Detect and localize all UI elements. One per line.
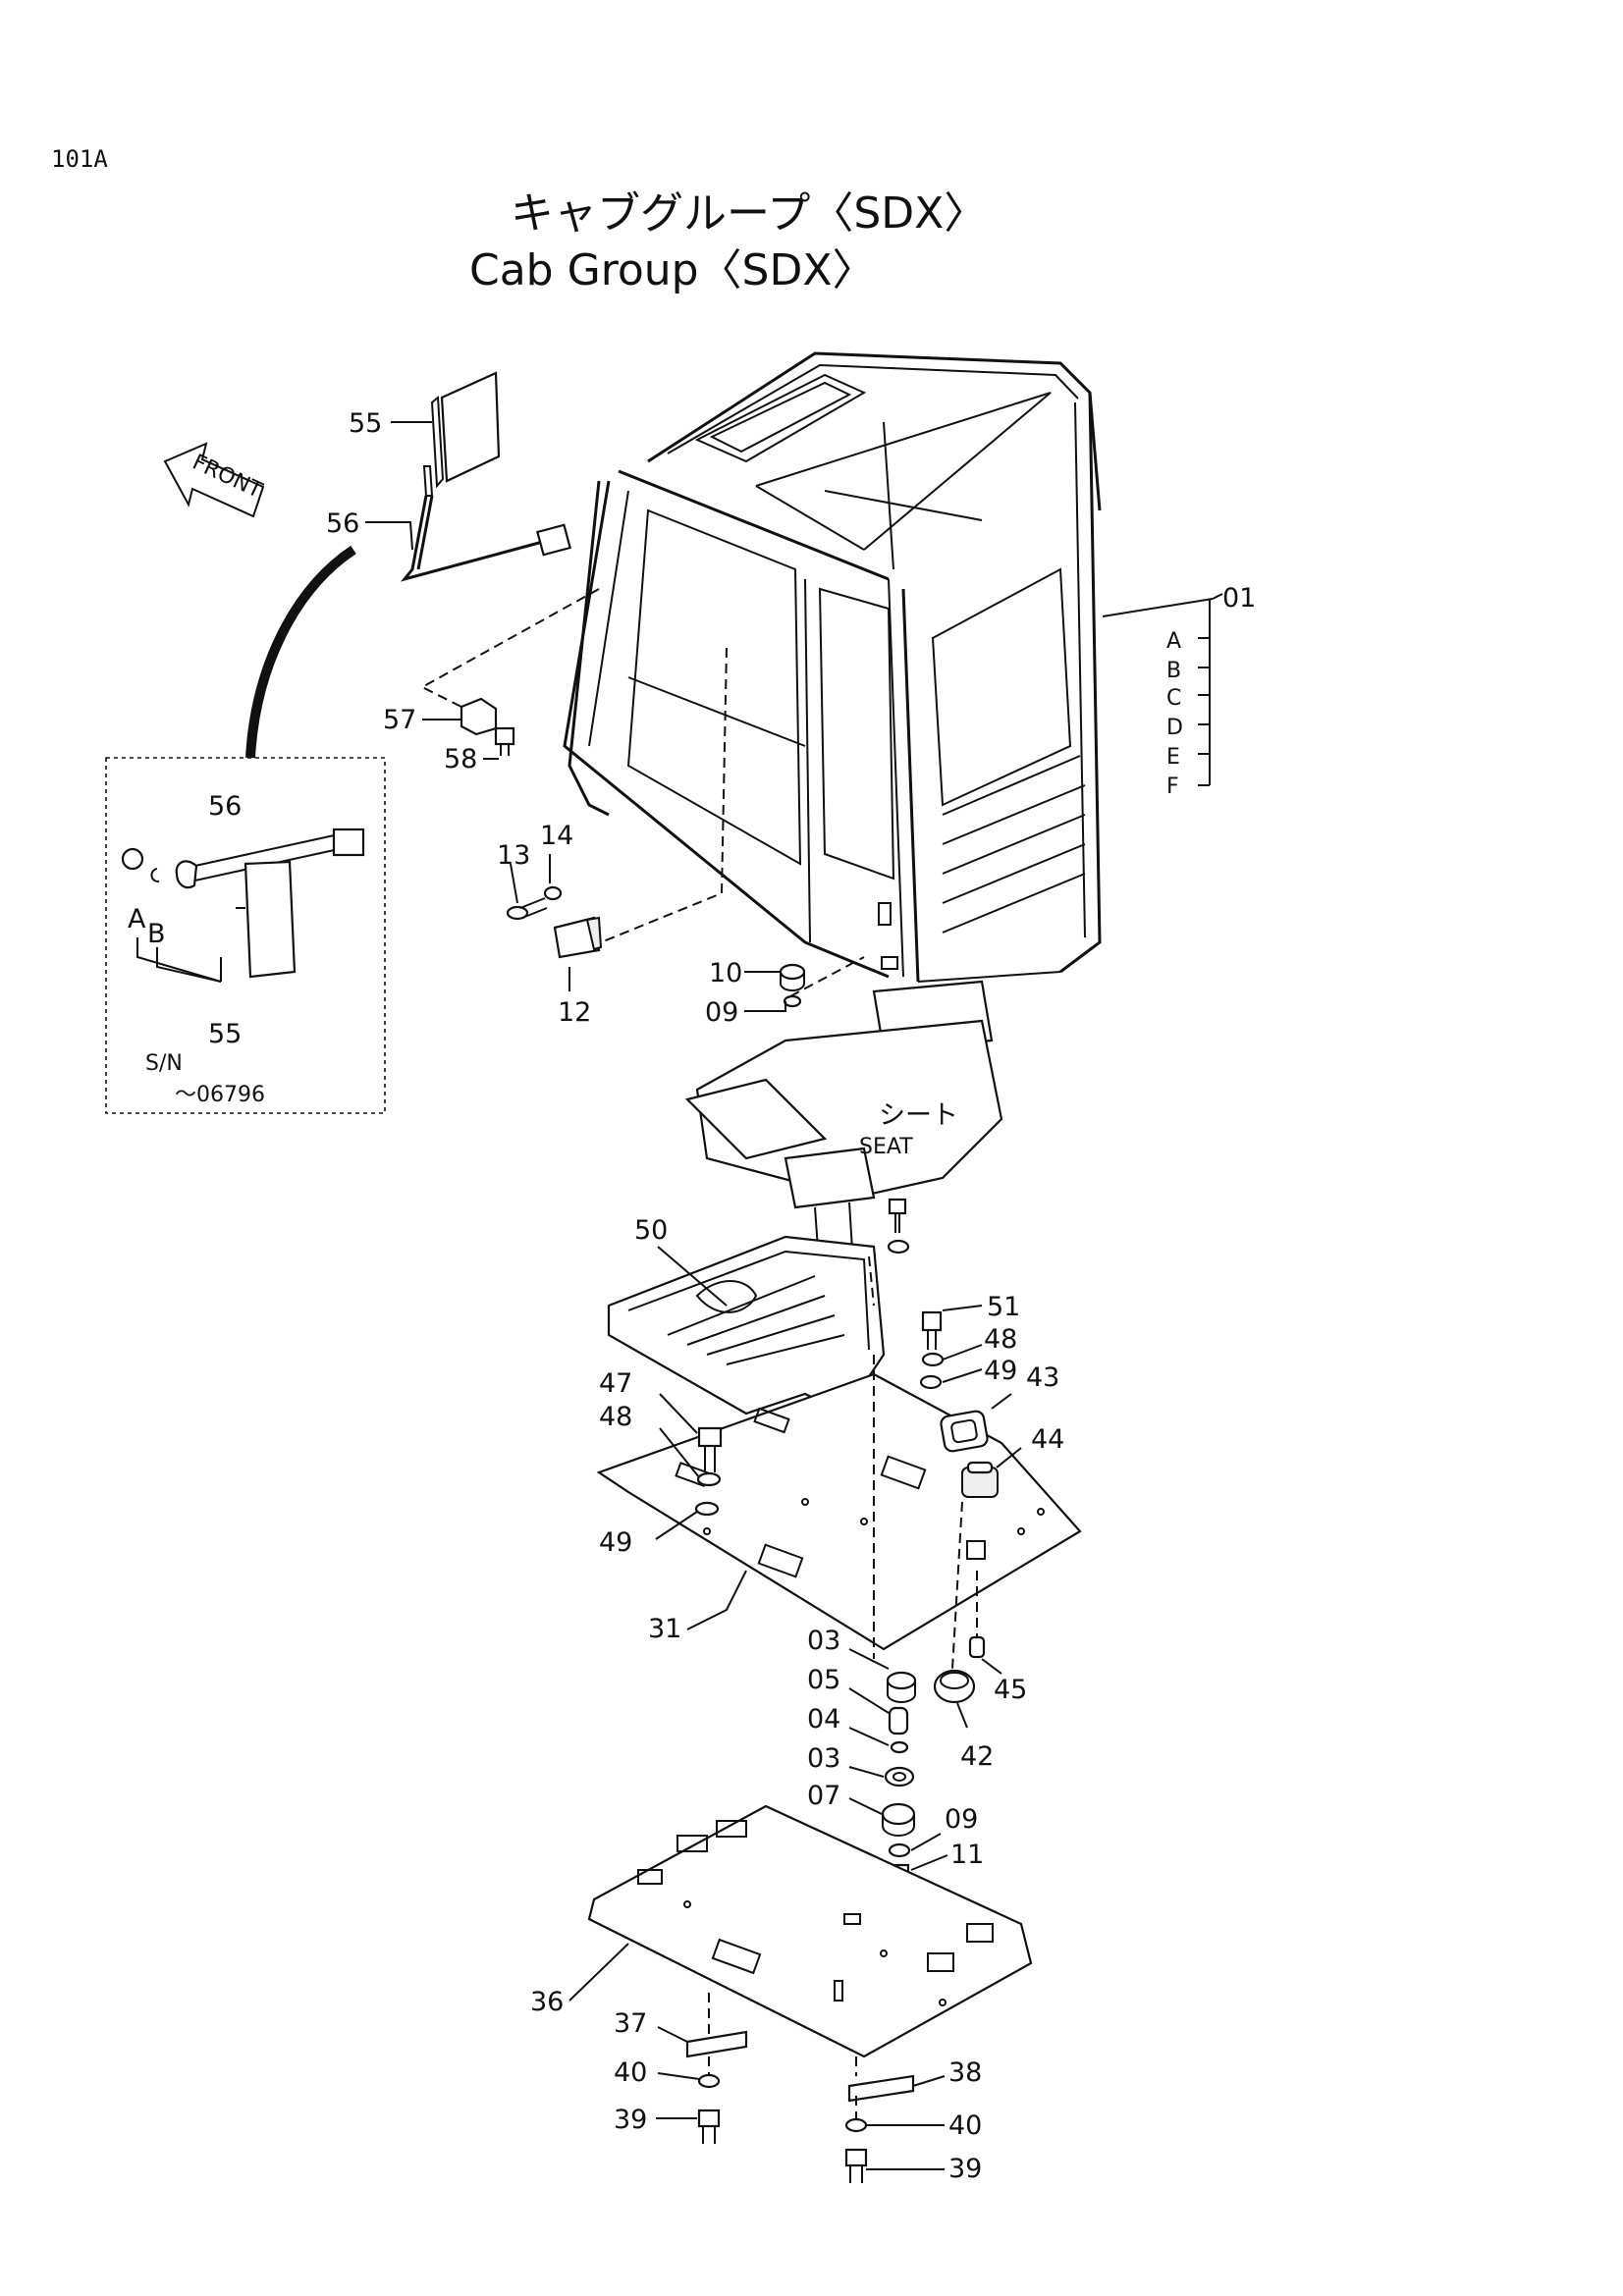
part-label-36: 36 [530,1987,564,2017]
part-label-45: 45 [994,1675,1027,1705]
cab-assembly [563,351,1102,983]
inset-sn-range: ～06796 [175,1083,265,1107]
part-label-39-left: 39 [614,2105,647,2135]
washer-14 [543,885,563,901]
part-label-40-right: 40 [948,2110,982,2141]
bolt-39-left [697,2109,721,2144]
part-label-58: 58 [444,744,477,774]
grommet-43 [940,1410,989,1453]
part-label-37: 37 [614,2008,647,2039]
variant-label-c: C [1166,686,1181,711]
part-label-43: 43 [1026,1362,1059,1393]
part-label-09-top: 09 [705,997,738,1028]
front-arrow-icon: FRONT [163,442,266,518]
seat-assembly: シート SEAT [684,980,1003,1283]
washer-40-right [844,2117,868,2133]
bolt-58 [494,726,515,756]
part-label-44: 44 [1031,1424,1064,1455]
grommet-42 [933,1669,976,1704]
clip-45 [968,1635,986,1659]
part-label-01: 01 [1222,583,1256,614]
part-label-04: 04 [807,1704,840,1735]
inset-label-b: B [147,919,166,949]
part-label-49-lower: 49 [599,1527,632,1558]
part-label-07: 07 [807,1781,840,1811]
part-label-47: 47 [599,1368,632,1399]
catch-12 [553,916,603,959]
cap-10 [779,963,806,991]
part-label-57: 57 [383,705,416,735]
washer-49-lower [694,1501,720,1517]
part-label-10: 10 [709,958,742,988]
title-japanese: キャブグループ〈SDX〉 [511,188,987,239]
bracket-37 [685,2030,748,2058]
variant-label-d: D [1166,716,1183,740]
part-label-13: 13 [497,840,530,871]
base-plate [587,1804,1033,2058]
screw-13 [506,897,548,921]
part-label-48-upper: 48 [984,1324,1017,1355]
washer-48-upper [921,1352,945,1367]
part-label-03-bottom: 03 [807,1743,840,1774]
washer-48-lower [696,1471,722,1487]
inset-detail: A B S/N ～06796 [105,545,386,1114]
part-label-42: 42 [960,1741,994,1772]
part-label-51: 51 [987,1292,1020,1322]
part-label-50: 50 [634,1215,668,1246]
part-label-31: 31 [648,1614,681,1644]
grommet-44 [961,1461,999,1498]
part-label-39-right: 39 [948,2154,982,2184]
bracket-57 [460,697,498,736]
variant-label-b: B [1166,659,1181,683]
part-label-56-main: 56 [326,508,359,539]
floor-mat [607,1235,886,1415]
variant-label-f: F [1166,774,1179,799]
washer-40-left [697,2073,721,2089]
variant-label-a: A [1166,629,1181,654]
washer-09-top [783,994,802,1008]
part-label-55-main: 55 [349,408,382,439]
bolt-47 [697,1426,723,1472]
part-label-12: 12 [558,997,591,1028]
part-label-14: 14 [540,821,573,851]
inset-sn-label: S/N [145,1051,183,1076]
variant-label-e: E [1166,745,1180,770]
title-english: Cab Group〈SDX〉 [469,245,876,295]
part-label-40-left: 40 [614,2057,647,2088]
bolt-51 [921,1310,943,1350]
part-label-03-top: 03 [807,1626,840,1656]
floor-plate [596,1372,1082,1651]
part-label-05: 05 [807,1665,840,1695]
part-label-55-inset: 55 [208,1019,242,1049]
bracket-38 [847,2074,915,2103]
bolt-39-right [844,2148,868,2183]
part-label-49-upper: 49 [984,1356,1017,1386]
washer-49-upper [919,1374,943,1390]
seat-label-jp: シート [879,1100,958,1131]
part-label-38: 38 [948,2057,982,2088]
front-label: FRONT [189,450,266,504]
part-label-11: 11 [950,1840,984,1870]
page-id: 101A [51,145,108,173]
inset-label-a: A [128,904,146,934]
part-label-56-inset: 56 [208,791,242,822]
mirror-assembly [400,371,571,582]
seat-label-en: SEAT [859,1135,913,1159]
part-label-48-lower: 48 [599,1402,632,1432]
part-label-09-bottom: 09 [945,1804,978,1835]
